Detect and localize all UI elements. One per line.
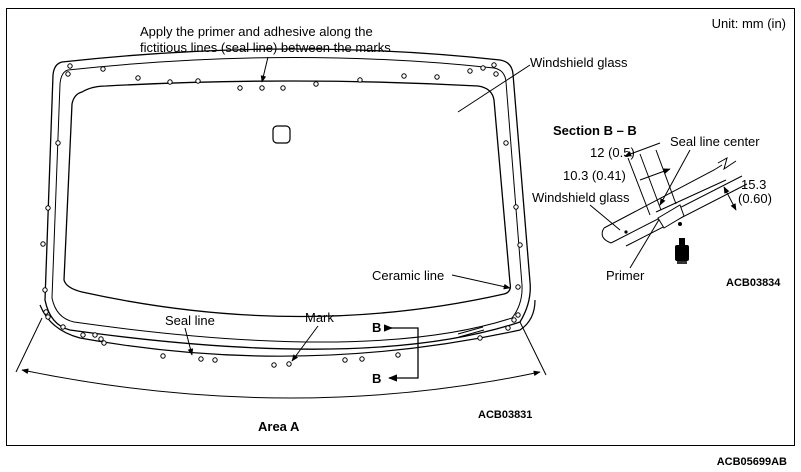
- overall-figure-code: ACB05699AB: [716, 456, 787, 468]
- dim-12-label: 12 (0.5): [590, 145, 635, 160]
- apply-callout-line1: Apply the primer and adhesive along the: [140, 24, 373, 39]
- glass-outer-edge: [44, 48, 531, 350]
- section-marker-b-bottom: B: [372, 371, 382, 386]
- area-a-dimension: [15, 317, 547, 399]
- section-b-drawing: [589, 142, 748, 269]
- unit-note: Unit: mm (in): [711, 16, 786, 31]
- apply-callout-line2: fictitious lines (seal line) between the…: [140, 40, 391, 55]
- leader-lines: [184, 56, 531, 362]
- section-b-marker: [383, 324, 419, 382]
- seal-line-label: Seal line: [165, 313, 215, 328]
- section-windshield-glass-label: Windshield glass: [532, 190, 630, 205]
- area-a-label: Area A: [258, 419, 300, 434]
- ceramic-line-label: Ceramic line: [372, 268, 445, 283]
- dim-15-3-label: 15.3: [741, 177, 767, 192]
- windshield-glass-label: Windshield glass: [530, 55, 628, 70]
- seal-line-center-label: Seal line center: [670, 134, 760, 149]
- mirror-mount: [272, 125, 291, 144]
- seal-line-track: [51, 56, 523, 343]
- glass-lower-boundary: [39, 299, 536, 357]
- section-title: Section B – B: [553, 123, 637, 138]
- section-marker-b-top: B: [372, 320, 382, 335]
- bottom-right-strip: [457, 326, 485, 338]
- seal-marks: [40, 62, 523, 368]
- dim-10-3-label: 10.3 (0.41): [563, 168, 626, 183]
- section-figure-code: ACB03834: [726, 277, 781, 289]
- figure-frame: [6, 8, 795, 446]
- adhesive-bead: [624, 204, 685, 234]
- dim-0-60-label: (0.60): [738, 191, 772, 206]
- primer-tube-icon: [675, 238, 689, 264]
- mark-label: Mark: [305, 310, 334, 325]
- ceramic-line: [63, 80, 512, 318]
- main-figure-code: ACB03831: [478, 409, 533, 421]
- primer-label: Primer: [606, 268, 645, 283]
